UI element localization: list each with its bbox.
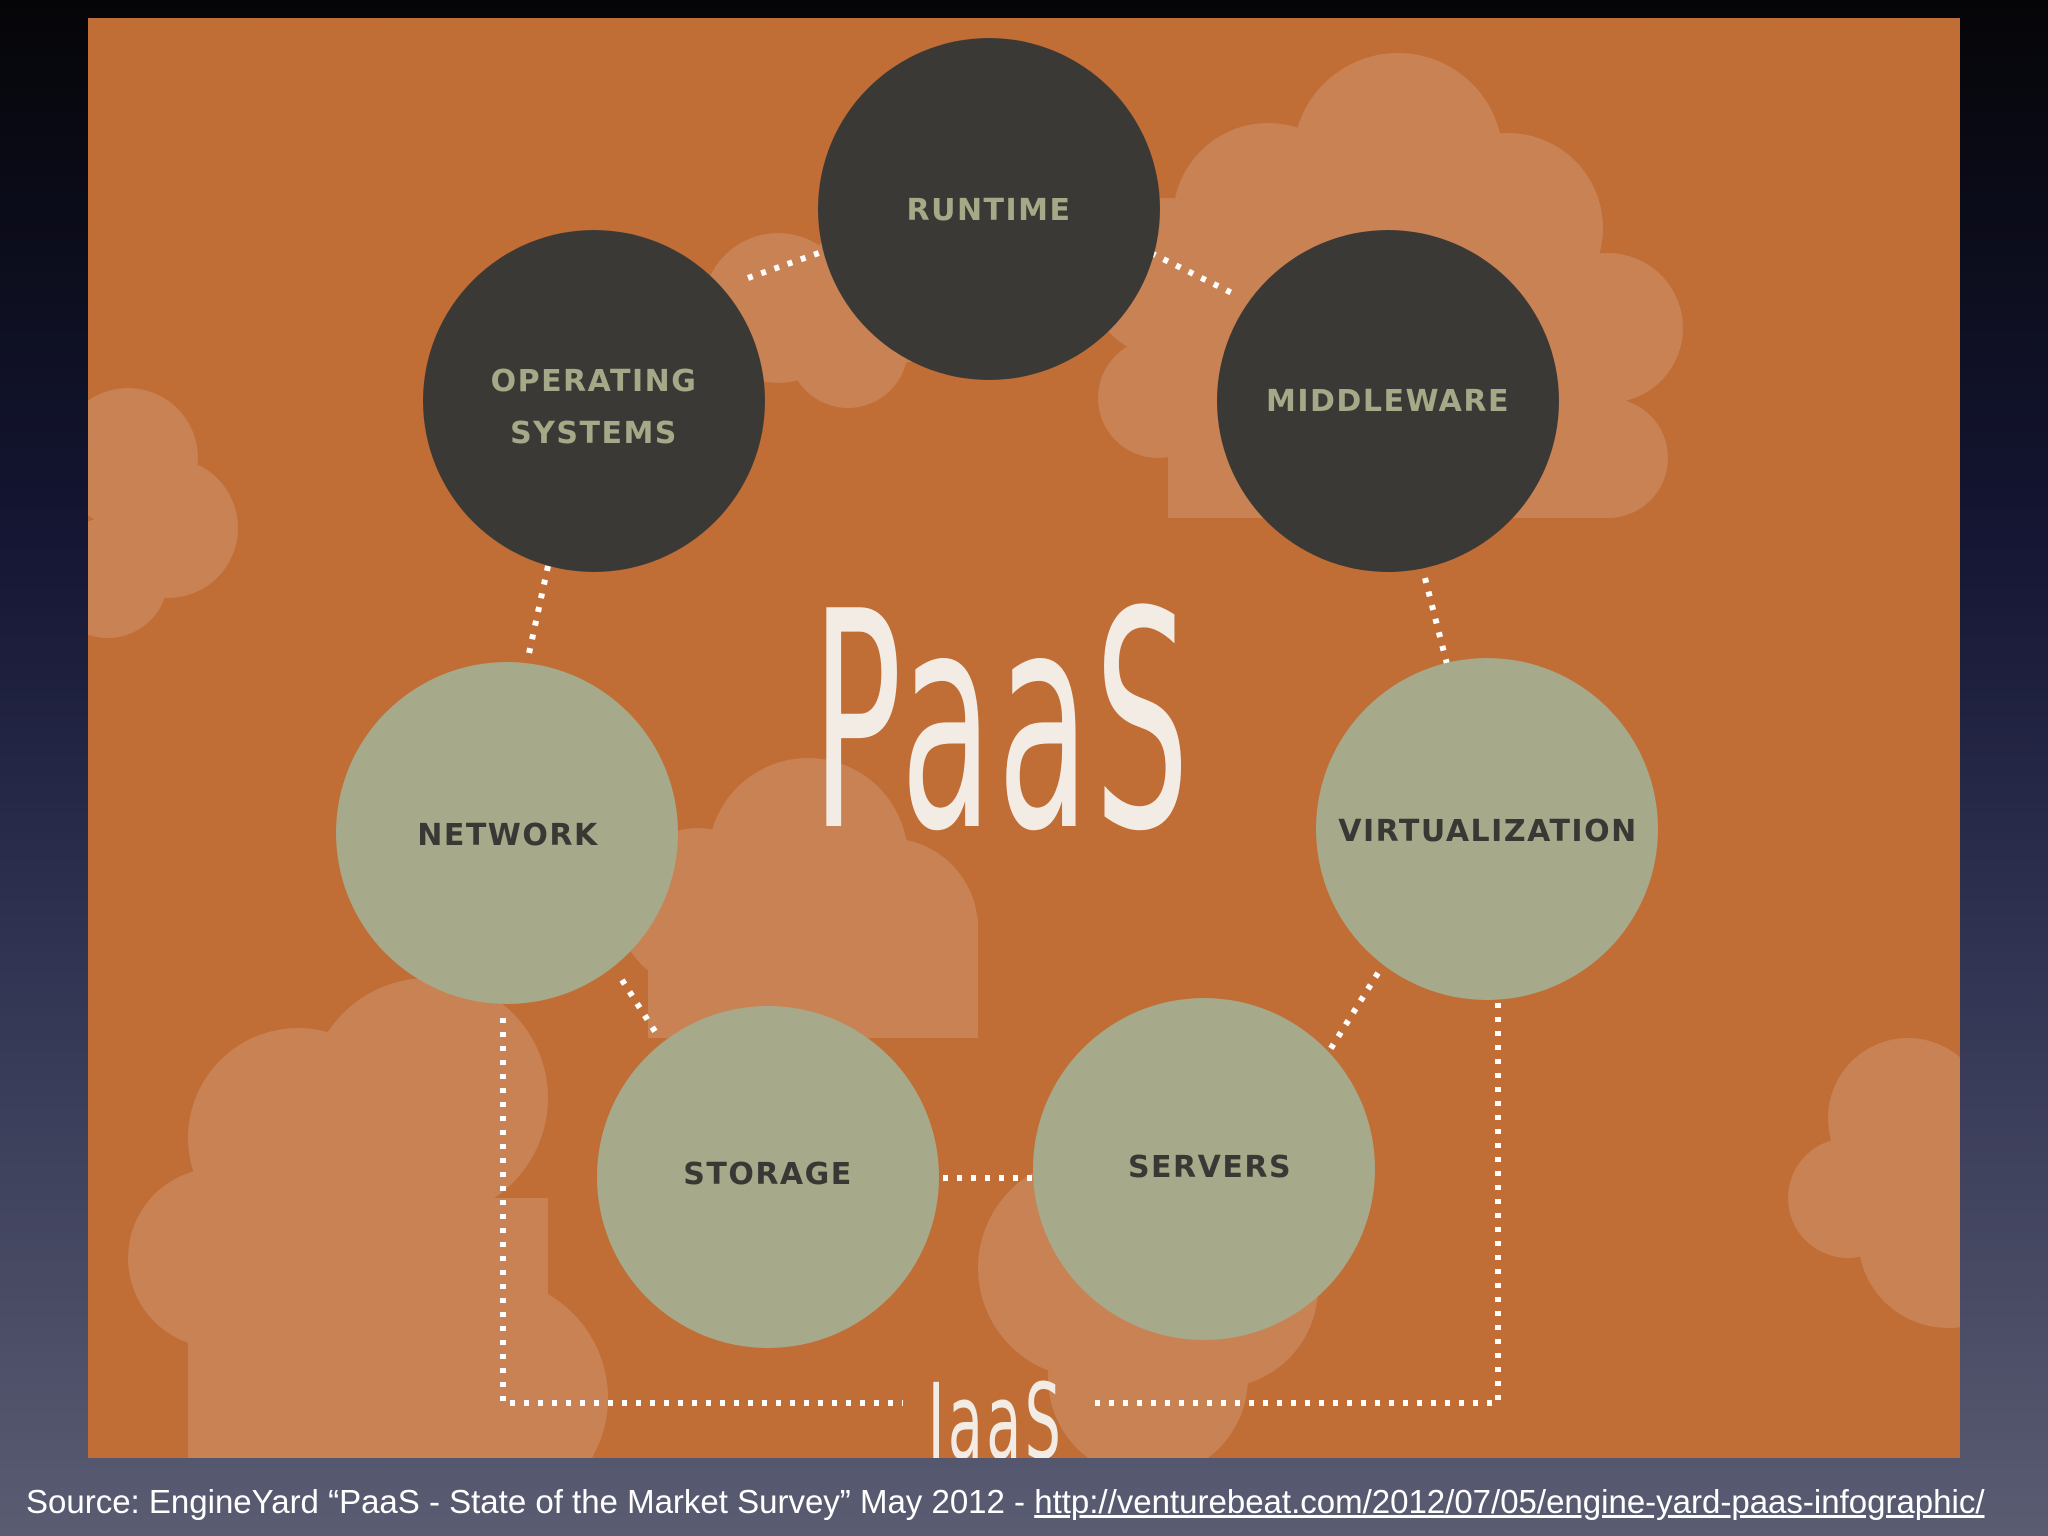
storage-label: STORAGE [683, 1149, 853, 1201]
iaas-title: IaaS [928, 1370, 1064, 1458]
runtime-label: RUNTIME [906, 185, 1071, 237]
source-caption-text: Source: EngineYard “PaaS - State of the … [26, 1483, 1034, 1520]
middleware-label: MIDDLEWARE [1266, 376, 1510, 428]
infographic-panel: RUNTIME OPERATING SYSTEMS MIDDLEWARE NET… [88, 18, 1960, 1458]
source-caption: Source: EngineYard “PaaS - State of the … [26, 1483, 1985, 1521]
virtualization-label: VIRTUALIZATION [1338, 806, 1637, 858]
network-label: NETWORK [417, 810, 599, 862]
source-link[interactable]: http://venturebeat.com/2012/07/05/engine… [1034, 1483, 1984, 1520]
operating-systems-label: OPERATING SYSTEMS [491, 356, 698, 460]
paas-title: PaaS [812, 573, 1195, 873]
servers-label: SERVERS [1128, 1142, 1292, 1194]
